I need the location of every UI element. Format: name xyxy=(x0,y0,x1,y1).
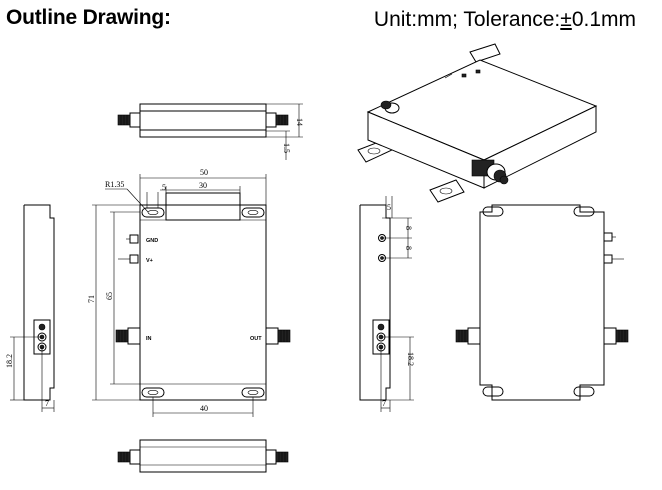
right-side-view: 5 8 8 18.2 7 xyxy=(359,196,415,412)
port-label-out: OUT xyxy=(250,336,262,342)
isometric-view xyxy=(357,43,598,203)
dim-slot-5: 5 xyxy=(162,183,166,192)
unit-suffix: 0.1mm xyxy=(571,8,636,31)
top-view: 14 1.5 xyxy=(117,103,304,160)
drawing-title: Outline Drawing: xyxy=(6,6,171,29)
plus-minus-sign: ± xyxy=(560,8,572,31)
dim-bottom-40: 40 xyxy=(200,404,208,413)
dim-right-8a: 8 xyxy=(404,226,413,230)
unit-prefix: Unit:mm; Tolerance: xyxy=(373,8,561,31)
dim-top-14: 14 xyxy=(295,118,304,126)
dim-left-7: 7 xyxy=(45,399,49,408)
pin-label-gnd: GND xyxy=(146,238,158,244)
dim-height-71: 71 xyxy=(87,295,96,303)
dim-radius: R1.35 xyxy=(105,180,124,189)
dim-width-50: 50 xyxy=(200,168,208,177)
port-label-in: IN xyxy=(146,336,152,342)
unit-tolerance-note: Unit:mm; Tolerance:±0.1mm xyxy=(374,8,636,32)
dim-top-1-5: 1.5 xyxy=(282,143,291,153)
dim-height-65: 65 xyxy=(105,292,114,300)
dim-left-18-2: 18.2 xyxy=(5,354,14,368)
dim-right-18-2: 18.2 xyxy=(406,352,415,366)
left-side-view: 18.2 7 xyxy=(5,204,55,412)
dim-right-8b: 8 xyxy=(404,246,413,250)
front-view: 50 30 R1.35 5 71 65 40 GND V+ xyxy=(87,168,291,417)
back-view xyxy=(455,204,629,401)
dim-right-5: 5 xyxy=(387,203,391,212)
dim-right-7: 7 xyxy=(382,399,386,408)
dim-width-30: 30 xyxy=(199,181,207,190)
pin-label-vplus: V+ xyxy=(146,258,153,264)
bottom-view xyxy=(117,439,289,473)
